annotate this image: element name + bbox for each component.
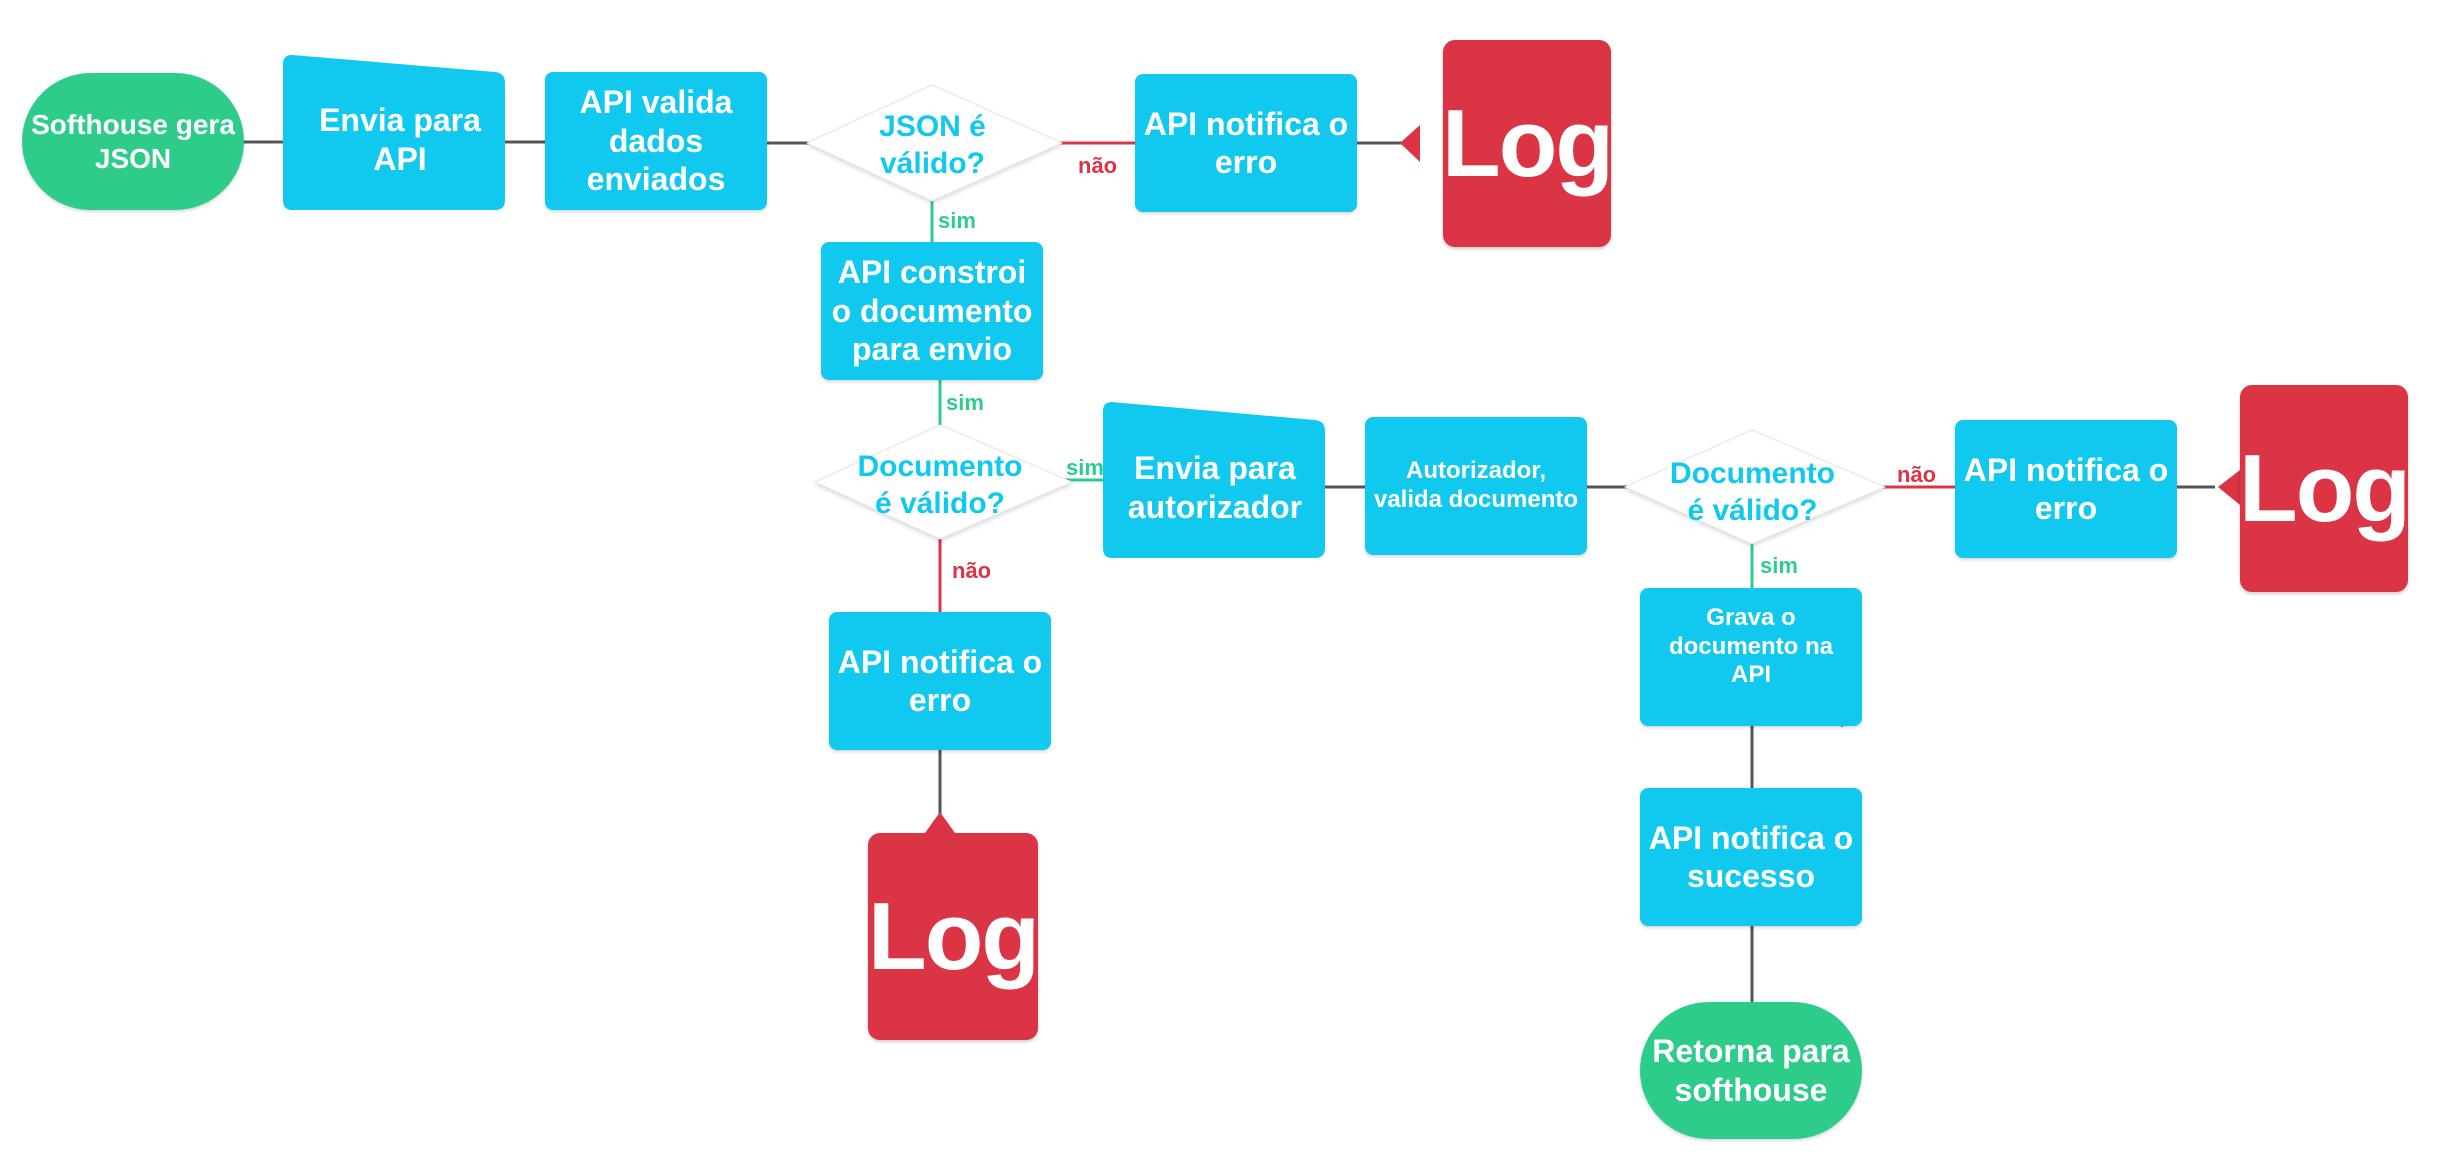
log-1-pointer [1400,125,1420,162]
start-terminal: Softhouse gera JSON [22,73,244,210]
label-build-yes: sim [946,390,984,415]
send-authorizer-shape [1103,402,1325,558]
log-1: Log [1442,40,1614,247]
decision-doc-valid-1-shape [813,424,1074,540]
notify-success-box: API notifica o sucesso [1640,788,1862,926]
label-doc1-no: não [952,558,992,583]
decision-json-valid-shape [805,84,1064,202]
save-document-box: Grava o documento na API [1640,588,1862,726]
decision-doc-valid-2-shape [1623,429,1887,545]
log-3: Log [2239,385,2411,592]
label-doc1-yes: sim [1066,455,1104,480]
decision-doc-valid-1-label: Documento é válido? [857,449,1023,521]
send-to-authorizer-box: Envia para autorizador [1127,450,1303,525]
notify-error-3-box: API notifica o erro [1955,420,2177,558]
api-validates-box: API valida dados enviados [545,72,767,210]
log-3-pointer [2218,470,2240,505]
label-doc2-no: não [1897,462,1937,487]
notify-error-2-box: API notifica o erro [829,612,1051,750]
notify-error-1-box: API notifica o erro [1135,74,1357,212]
decision-json-valid-label: JSON é válido? [879,109,986,181]
build-document-box: API constroi o documento para envio [821,242,1043,380]
decision-doc-valid-2-label: Documento é válido? [1670,456,1835,528]
log-2-pointer [925,812,955,833]
log-2: Log [868,833,1040,1040]
authorizer-validates-box: Autorizador, valida documento [1365,417,1587,555]
label-json-no: não [1078,153,1118,178]
send-to-api-box: Envia para API [319,102,481,177]
send-api-shape [283,55,505,210]
label-json-yes: sim [938,208,976,233]
end-terminal: Retorna para softhouse [1640,1002,1862,1139]
label-doc2-yes: sim [1760,553,1798,578]
